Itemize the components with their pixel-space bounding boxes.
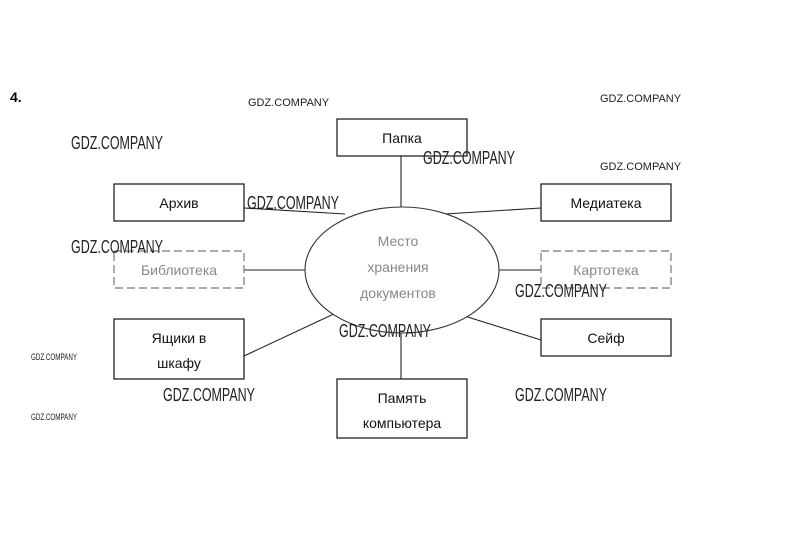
node-label: Библиотека bbox=[141, 262, 217, 278]
node-label: Папка bbox=[382, 130, 422, 146]
node-yashchiki: Ящики в шкафу bbox=[113, 318, 245, 380]
connector-arhiv bbox=[243, 207, 346, 215]
center-label-line: Место bbox=[378, 233, 419, 249]
watermark: GDZ.COMPANY bbox=[600, 161, 682, 173]
watermark: GDZ.COMPANY bbox=[31, 412, 77, 422]
watermark: GDZ.COMPANY bbox=[515, 281, 607, 301]
connector-seif bbox=[457, 313, 542, 341]
watermark: GDZ.COMPANY bbox=[163, 385, 255, 405]
node-label: шкафу bbox=[157, 355, 201, 371]
node-kartoteka: Картотека bbox=[540, 250, 672, 289]
node-label: Картотека bbox=[573, 262, 639, 278]
node-label: Память bbox=[378, 390, 427, 406]
center-label-line: документов bbox=[360, 285, 436, 301]
node-label: Сейф bbox=[587, 330, 624, 346]
watermark: GDZ.COMPANY bbox=[248, 97, 330, 109]
watermark: GDZ.COMPANY bbox=[515, 385, 607, 405]
node-seif: Сейф bbox=[540, 318, 672, 357]
watermarks: GDZ.COMPANY GDZ.COMPANY GDZ.COMPANY GDZ.… bbox=[31, 93, 682, 422]
node-label: Ящики в bbox=[152, 330, 207, 346]
node-label: Архив bbox=[159, 195, 198, 211]
watermark: GDZ.COMPANY bbox=[247, 193, 339, 213]
center-node: Место хранения документов bbox=[304, 206, 500, 334]
watermark: GDZ.COMPANY bbox=[31, 352, 77, 362]
watermark: GDZ.COMPANY bbox=[600, 93, 682, 105]
watermark: GDZ.COMPANY bbox=[71, 133, 163, 153]
center-ellipse bbox=[304, 206, 500, 334]
center-label-line: хранения bbox=[367, 259, 428, 275]
node-mediateka: Медиатека bbox=[540, 183, 672, 222]
connector-mediateka bbox=[444, 207, 542, 215]
node-papka: Папка bbox=[336, 118, 468, 157]
connectors bbox=[243, 156, 542, 379]
node-biblioteka: Библиотека bbox=[113, 250, 245, 289]
connector-yashchiki bbox=[243, 311, 339, 357]
node-label: компьютера bbox=[363, 415, 442, 431]
node-label: Медиатека bbox=[570, 195, 641, 211]
task-number: 4. bbox=[10, 89, 22, 105]
watermark: GDZ.COMPANY bbox=[423, 148, 515, 168]
watermark: GDZ.COMPANY bbox=[339, 321, 431, 341]
watermark: GDZ.COMPANY bbox=[71, 237, 163, 257]
node-pamyat: Память компьютера bbox=[336, 378, 468, 439]
node-arhiv: Архив bbox=[113, 183, 245, 222]
